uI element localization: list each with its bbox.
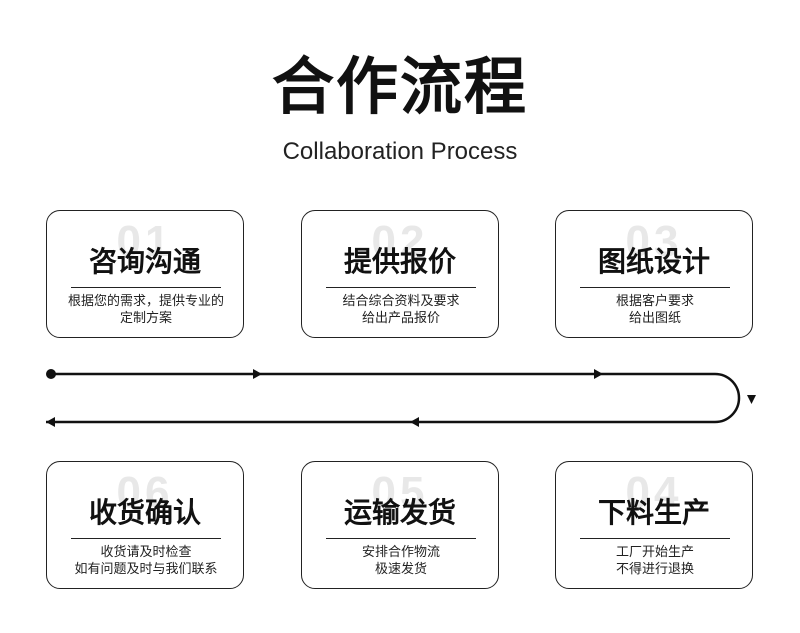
step-name: 运输发货 <box>343 496 456 529</box>
step-description-line2: 定制方案 <box>119 311 172 326</box>
step-name: 图纸设计 <box>597 245 710 278</box>
step-description: 结合综合资料及要求 给出产品报价 <box>308 293 494 327</box>
flow-arrow-right-icon <box>253 369 262 379</box>
flow-connector <box>46 369 756 427</box>
step-card-consult: 01 咨询沟通 根据您的需求，提供专业的 定制方案 <box>46 210 244 338</box>
step-divider <box>580 287 730 288</box>
step-divider <box>580 538 730 539</box>
step-description-line1: 根据您的需求，提供专业的 <box>67 294 224 309</box>
step-description-line2: 极速发货 <box>374 562 427 577</box>
step-name: 提供报价 <box>343 245 456 278</box>
step-name: 下料生产 <box>597 496 710 529</box>
step-number: 03 <box>625 217 683 266</box>
step-divider <box>326 538 476 539</box>
step-description: 工厂开始生产 不得进行退换 <box>562 544 748 578</box>
step-card-shipping: 05 运输发货 安排合作物流 极速发货 <box>301 461 499 589</box>
step-description-line2: 给出图纸 <box>628 311 681 326</box>
step-number: 05 <box>371 468 429 517</box>
step-name: 收货确认 <box>88 496 201 529</box>
step-description: 收货请及时检查 如有问题及时与我们联系 <box>53 544 239 578</box>
step-divider <box>326 287 476 288</box>
step-divider <box>71 287 221 288</box>
flow-line <box>46 372 741 424</box>
step-card-design: 03 图纸设计 根据客户要求 给出图纸 <box>555 210 753 338</box>
page-title: 合作流程 <box>271 50 528 123</box>
flow-arrow-left-icon <box>46 417 55 427</box>
flow-arrow-left-icon <box>410 417 419 427</box>
step-description-line2: 给出产品报价 <box>361 311 440 326</box>
step-number: 01 <box>116 217 174 266</box>
step-description-line2: 不得进行退换 <box>615 562 694 577</box>
step-description-line2: 如有问题及时与我们联系 <box>74 562 218 577</box>
step-description: 安排合作物流 极速发货 <box>308 544 494 578</box>
step-number: 04 <box>625 468 683 517</box>
step-card-quote: 02 提供报价 结合综合资料及要求 给出产品报价 <box>301 210 499 338</box>
flow-arrow-right-icon <box>594 369 603 379</box>
step-description-line1: 结合综合资料及要求 <box>342 294 460 309</box>
page-subtitle: Collaboration Process <box>282 138 518 165</box>
step-number: 06 <box>116 468 174 517</box>
step-name: 咨询沟通 <box>88 245 201 278</box>
step-description: 根据您的需求，提供专业的 定制方案 <box>53 293 239 327</box>
flow-arrow-down-icon <box>747 395 756 404</box>
step-description-line1: 根据客户要求 <box>615 294 694 309</box>
step-divider <box>71 538 221 539</box>
step-number: 02 <box>371 217 429 266</box>
step-description: 根据客户要求 给出图纸 <box>562 293 748 327</box>
step-description-line1: 收货请及时检查 <box>100 545 192 560</box>
step-description-line1: 安排合作物流 <box>361 545 440 560</box>
step-card-production: 04 下料生产 工厂开始生产 不得进行退换 <box>555 461 753 589</box>
step-card-receipt: 06 收货确认 收货请及时检查 如有问题及时与我们联系 <box>46 461 244 589</box>
step-description-line1: 工厂开始生产 <box>615 545 694 560</box>
